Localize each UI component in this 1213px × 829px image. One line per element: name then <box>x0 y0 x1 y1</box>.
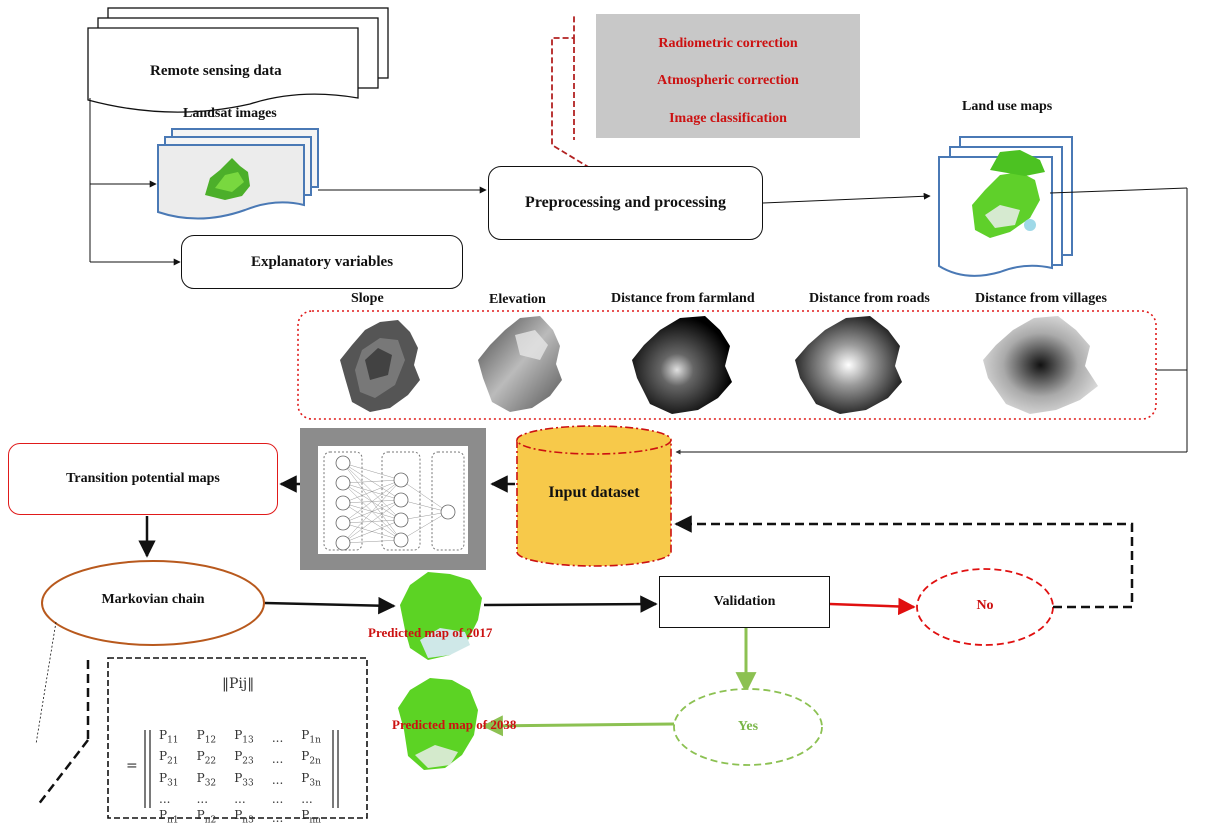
neural-network-panel <box>300 428 486 570</box>
yes-label: Yes <box>737 719 759 734</box>
matrix-pointer-diagonal <box>37 739 89 806</box>
land-use-map-stack <box>938 136 1073 277</box>
elevation-raster <box>478 316 562 412</box>
step-radiometric-correction: Radiometric correction <box>658 36 798 51</box>
matrix-title: ‖Pij‖ <box>222 676 255 692</box>
arrow-validation-to-no <box>829 597 916 616</box>
matrix-row: P31 P32 P33... P3n <box>150 770 330 791</box>
input-dataset-cylinder <box>516 425 672 567</box>
matrix-cell: ... <box>271 810 284 825</box>
matrix-cell: ... <box>159 792 171 807</box>
matrix-cell: Pnn <box>301 808 321 826</box>
matrix-frame <box>107 657 368 819</box>
matrix-cell: P22 <box>196 749 217 767</box>
landsat-images-label: Landsat images <box>183 106 277 121</box>
markov-chain-ellipse <box>41 560 265 646</box>
arrow-markov-to-prediction-2017 <box>264 596 396 615</box>
validation-box: Validation <box>659 576 830 628</box>
matrix-cell: P11 <box>159 728 179 746</box>
transition-potential-maps-box: Transition potential maps <box>8 443 278 515</box>
distance-farmland-raster <box>632 316 732 414</box>
remote-sensing-title: Remote sensing data <box>150 63 282 79</box>
matrix-row: Pn1 Pn2 Pn3... Pnn <box>150 807 330 828</box>
explanatory-variables-frame <box>297 310 1157 420</box>
variable-roads-label: Distance from roads <box>809 291 930 306</box>
preprocessing-box: Preprocessing and processing <box>488 166 763 240</box>
matrix-cell: ... <box>301 792 313 807</box>
matrix-row: P21 P22 P23... P2n <box>150 748 330 769</box>
matrix-cell: P23 <box>234 749 254 767</box>
matrix-pointer-thin <box>35 621 57 745</box>
matrix-equals: = <box>126 758 138 774</box>
land-use-maps-label: Land use maps <box>962 99 1053 114</box>
matrix-cell: ... <box>271 773 284 788</box>
distance-villages-raster <box>983 316 1098 414</box>
landsat-image-stack <box>157 128 319 220</box>
remote-sensing-document-stack <box>87 7 389 113</box>
left-connector-lines <box>89 98 181 266</box>
markov-chain-label: Markovian chain <box>101 592 205 607</box>
explanatory-variables-box: Explanatory variables <box>181 235 463 289</box>
matrix-cell: P32 <box>196 770 217 789</box>
matrix-cell: P12 <box>196 728 217 746</box>
yes-ellipse <box>673 688 823 766</box>
arrow-prediction-to-validation <box>483 595 658 613</box>
matrix-brackets <box>144 730 339 808</box>
slope-raster <box>340 320 420 412</box>
matrix-cell: Pn1 <box>159 808 179 826</box>
matrix-cell: ... <box>271 792 284 807</box>
predicted-2038-label: Predicted map of 2038 <box>392 717 517 732</box>
arrow-preprocessing-to-landuse <box>762 192 931 204</box>
predicted-2017-label: Predicted map of 2017 <box>368 625 493 640</box>
step-image-classification: Image classification <box>669 111 787 126</box>
predicted-map-2038 <box>398 678 478 770</box>
feedback-loop-arrow <box>674 515 1134 609</box>
matrix-cell: P13 <box>234 728 254 746</box>
landuse-to-dataset-connector <box>675 187 1188 455</box>
arrow-yes-to-prediction-2038 <box>481 715 675 737</box>
matrix-cell: P33 <box>234 770 254 789</box>
matrix-cell: ... <box>271 730 284 745</box>
variable-villages-label: Distance from villages <box>975 291 1107 306</box>
preprocessing-steps-connector <box>551 15 591 169</box>
matrix-cell: P21 <box>159 749 179 767</box>
matrix-cell: Pn2 <box>196 808 217 826</box>
matrix-cell: Pn3 <box>234 808 254 826</box>
matrix-cell: P2n <box>301 749 321 767</box>
no-label: No <box>976 598 994 613</box>
predicted-map-2017 <box>400 572 482 660</box>
matrix-cell: ... <box>234 792 246 807</box>
step-atmospheric-correction: Atmospheric correction <box>657 73 799 88</box>
input-dataset-label: Input dataset <box>548 484 640 501</box>
variable-elevation-label: Elevation <box>489 292 546 307</box>
distance-roads-raster <box>795 316 902 414</box>
matrix-row: P11 P12 P13... P1n <box>150 727 330 748</box>
matrix-row: ............... <box>150 791 330 807</box>
variable-slope-label: Slope <box>351 291 384 306</box>
preprocessing-steps-panel <box>596 14 860 138</box>
matrix-cell: ... <box>271 752 284 767</box>
matrix-cell: P31 <box>159 770 179 789</box>
matrix-cell: P3n <box>301 770 321 789</box>
matrix-cell: ... <box>196 792 209 807</box>
variable-farmland-label: Distance from farmland <box>611 291 755 306</box>
matrix-cell: P1n <box>301 728 321 746</box>
